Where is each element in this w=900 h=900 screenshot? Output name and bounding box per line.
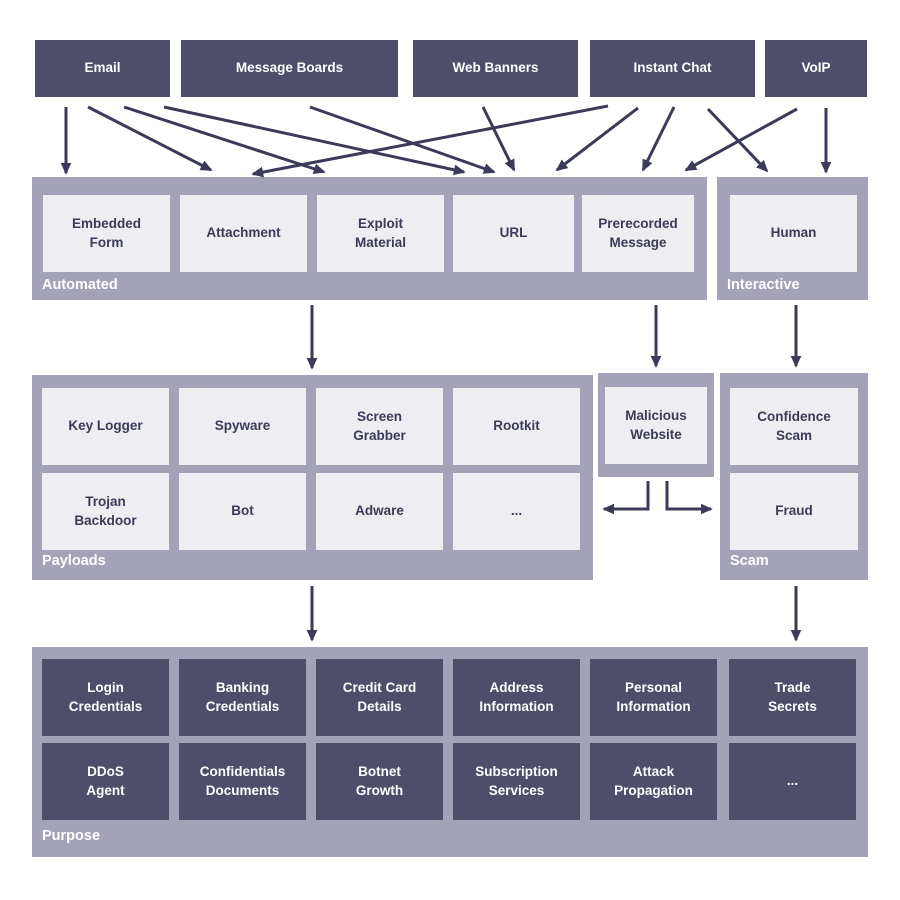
node-key-logger: Key Logger bbox=[42, 388, 169, 465]
group-label-scam: Scam bbox=[730, 553, 769, 569]
node-prerecorded-message: Prerecorded Message bbox=[582, 195, 694, 272]
node-credit-card-details: Credit Card Details bbox=[316, 659, 443, 736]
arrow-malicious-website-payloads bbox=[602, 481, 650, 515]
node-email: Email bbox=[35, 40, 170, 97]
node-personal-information: Personal Information bbox=[590, 659, 717, 736]
group-label-purpose: Purpose bbox=[42, 828, 101, 844]
node-url: URL bbox=[453, 195, 574, 272]
node-exploit-material: Exploit Material bbox=[317, 195, 444, 272]
node-fraud: Fraud bbox=[730, 473, 858, 550]
arrow-email-attachment bbox=[87, 105, 213, 172]
group-label-payloads: Payloads bbox=[42, 553, 106, 569]
group-interactive: Human Interactive bbox=[717, 177, 868, 300]
group-malicious-website: Malicious Website bbox=[598, 373, 714, 477]
arrow-instant-chat-human bbox=[706, 107, 769, 173]
arrow-instant-chat-prerecorded-message bbox=[641, 106, 676, 172]
node-confidentials-documents: Confidentials Documents bbox=[179, 743, 306, 820]
arrow-instant-chat-url bbox=[555, 106, 639, 172]
node-trojan-backdoor: Trojan Backdoor bbox=[42, 473, 169, 550]
node-embedded-form: Embedded Form bbox=[43, 195, 170, 272]
group-label-automated: Automated bbox=[42, 277, 118, 293]
arrow-message-boards-url bbox=[309, 105, 496, 174]
node-trade-secrets: Trade Secrets bbox=[729, 659, 856, 736]
node-payloads-more: ... bbox=[453, 473, 580, 550]
node-voip: VoIP bbox=[765, 40, 867, 97]
arrow-malicious-website-scam bbox=[665, 481, 713, 515]
node-banking-credentials: Banking Credentials bbox=[179, 659, 306, 736]
node-adware: Adware bbox=[316, 473, 443, 550]
group-label-interactive: Interactive bbox=[727, 277, 800, 293]
node-rootkit: Rootkit bbox=[453, 388, 580, 465]
node-human: Human bbox=[730, 195, 857, 272]
group-purpose: Login Credentials Banking Credentials Cr… bbox=[32, 647, 868, 857]
node-attack-propagation: Attack Propagation bbox=[590, 743, 717, 820]
node-address-information: Address Information bbox=[453, 659, 580, 736]
node-botnet-growth: Botnet Growth bbox=[316, 743, 443, 820]
node-subscription-services: Subscription Services bbox=[453, 743, 580, 820]
arrow-email-url bbox=[163, 105, 466, 176]
group-scam: Confidence Scam Fraud Scam bbox=[720, 373, 868, 580]
node-bot: Bot bbox=[179, 473, 306, 550]
node-attachment: Attachment bbox=[180, 195, 307, 272]
group-automated: Embedded Form Attachment Exploit Materia… bbox=[32, 177, 707, 300]
arrow-email-exploit-material bbox=[123, 105, 326, 174]
node-confidence-scam: Confidence Scam bbox=[730, 388, 858, 465]
node-ddos-agent: DDoS Agent bbox=[42, 743, 169, 820]
node-message-boards: Message Boards bbox=[181, 40, 398, 97]
node-purpose-more: ... bbox=[729, 743, 856, 820]
arrow-instant-chat-attachment bbox=[251, 104, 609, 178]
node-instant-chat: Instant Chat bbox=[590, 40, 755, 97]
arrow-web-banners-url bbox=[481, 106, 516, 172]
node-screen-grabber: Screen Grabber bbox=[316, 388, 443, 465]
group-payloads: Key Logger Spyware Screen Grabber Rootki… bbox=[32, 375, 593, 580]
node-malicious-website: Malicious Website bbox=[605, 387, 707, 464]
arrow-voip-prerecorded-message bbox=[684, 107, 798, 172]
node-login-credentials: Login Credentials bbox=[42, 659, 169, 736]
node-web-banners: Web Banners bbox=[413, 40, 578, 97]
node-spyware: Spyware bbox=[179, 388, 306, 465]
